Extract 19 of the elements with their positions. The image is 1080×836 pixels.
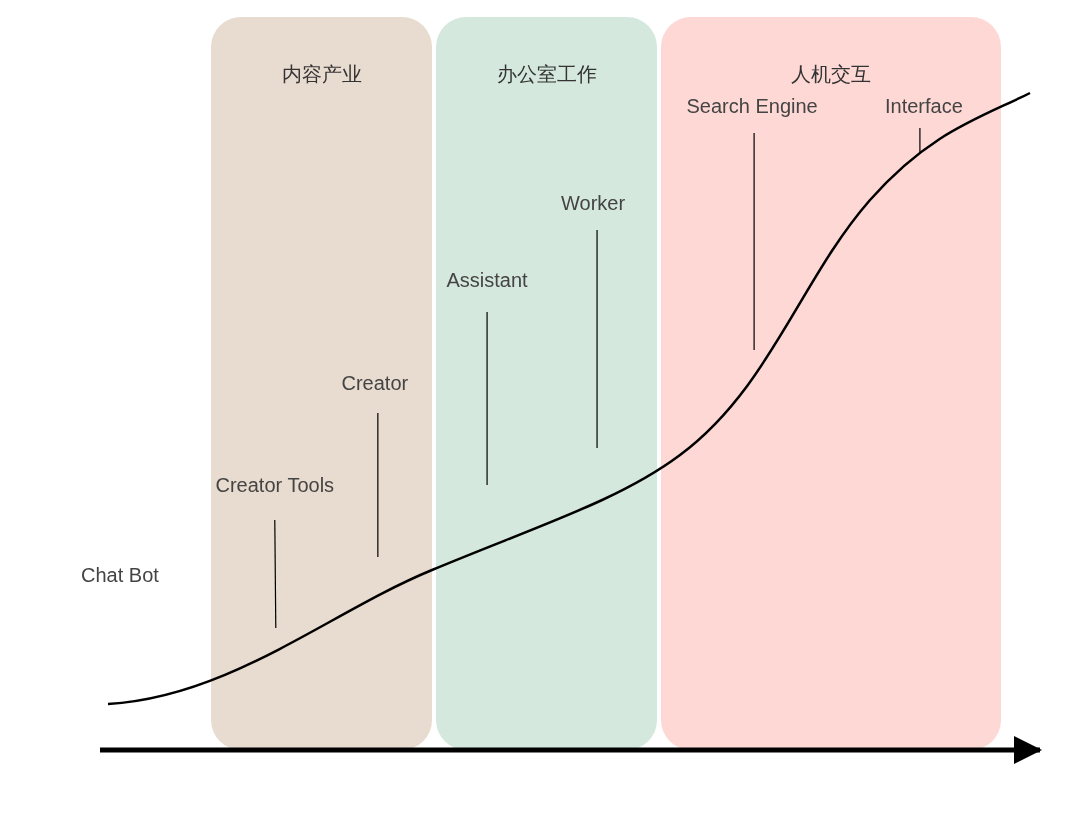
category-band [661,17,1001,750]
stage-label: Worker [561,191,626,215]
band-heading: 办公室工作 [495,61,598,88]
category-band [436,17,657,750]
stage-label: Creator Tools [215,473,335,497]
stage-label: Search Engine [686,94,818,118]
stage-label: Interface [885,94,963,118]
stage-label: Chat Bot [81,563,159,587]
leader-line [486,311,488,486]
band-heading: 内容产业 [280,61,363,88]
stage-label: Creator [341,371,409,395]
stage-label: Assistant [446,268,528,292]
category-band [211,17,432,750]
leader-line [919,127,921,155]
leader-line [377,412,379,558]
leader-line [596,229,598,449]
leader-line [753,132,755,351]
band-heading: 人机交互 [790,61,872,88]
leader-line [274,519,277,629]
